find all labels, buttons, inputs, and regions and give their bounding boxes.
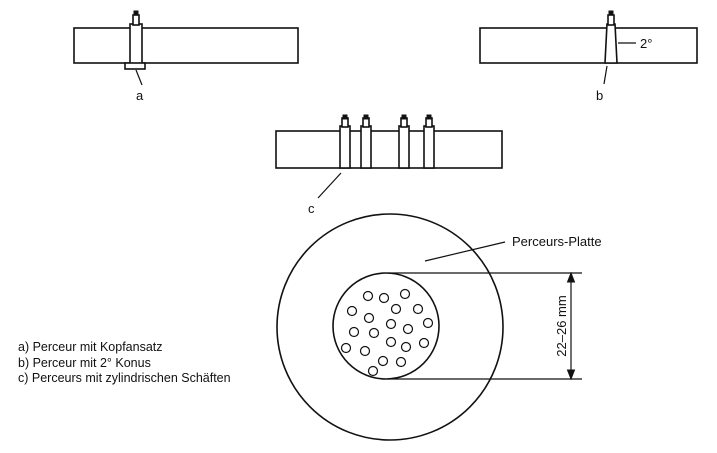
hole: [412, 303, 424, 315]
leader-b: [603, 65, 608, 85]
perceur-c2-shaft: [360, 125, 372, 169]
perceur-a-shaft: [129, 23, 143, 65]
perceur-cluster-circle: [332, 272, 440, 380]
hole: [385, 336, 397, 348]
leader-a: [135, 69, 143, 86]
perceur-c3-shaft: [398, 125, 410, 169]
hole: [378, 292, 390, 304]
plate-b: [479, 27, 698, 64]
angle-label: 2°: [640, 36, 652, 51]
perceur-c4-point: [426, 114, 432, 120]
hole: [400, 341, 412, 353]
perceur-b-shaft: [604, 23, 618, 64]
perceur-b-tip: [607, 14, 615, 26]
perceur-c3-point: [401, 114, 407, 120]
hole: [377, 355, 389, 367]
hole: [385, 318, 397, 330]
leader-plate: [424, 241, 506, 262]
dimension-arrow-top: [566, 271, 576, 283]
perceur-a-tip: [132, 14, 140, 26]
label-b: b: [596, 88, 603, 103]
hole: [348, 326, 360, 338]
perceur-a-point: [133, 10, 139, 16]
leader-c: [317, 172, 342, 199]
plate-label: Perceurs-Platte: [512, 234, 602, 249]
hole: [340, 342, 352, 354]
perceur-c4-shaft: [423, 125, 435, 169]
plate-a: [73, 27, 299, 64]
hole: [346, 305, 358, 317]
perceur-holes: [340, 288, 434, 377]
legend-item-b: b) Perceur mit 2° Konus: [18, 355, 151, 370]
hole: [362, 290, 374, 302]
perceur-c2-point: [363, 114, 369, 120]
plate-c: [275, 130, 503, 169]
perceur-b-point: [608, 10, 614, 16]
hole: [359, 345, 371, 357]
figure-b: 2° b: [479, 10, 698, 103]
outer-disc: [276, 213, 504, 441]
label-a: a: [136, 88, 144, 103]
hole: [422, 317, 434, 329]
hole: [367, 365, 379, 377]
legend-item-c: c) Perceurs mit zylindrischen Schäften: [18, 371, 231, 385]
figure-a: a: [73, 10, 299, 103]
hole: [368, 327, 380, 339]
hole: [399, 288, 411, 300]
dimension-label: 22–26 mm: [554, 295, 569, 356]
hole: [390, 303, 402, 315]
hole: [395, 356, 407, 368]
perceur-c1-shaft: [339, 125, 351, 169]
figure-c: c: [275, 114, 503, 216]
hole: [418, 337, 430, 349]
legend: a) Perceur mit Kopfansatz b) Perceur mit…: [18, 340, 231, 387]
legend-item-a: a) Perceur mit Kopfansatz: [18, 340, 163, 354]
hole: [402, 323, 414, 335]
perceur-a-head: [124, 62, 146, 70]
dimension-arrow-bottom: [566, 369, 576, 381]
hole: [363, 312, 375, 324]
label-c: c: [308, 201, 315, 216]
perceur-c1-point: [342, 114, 348, 120]
plate-top-view: Perceurs-Platte 22–26 mm: [276, 213, 602, 441]
